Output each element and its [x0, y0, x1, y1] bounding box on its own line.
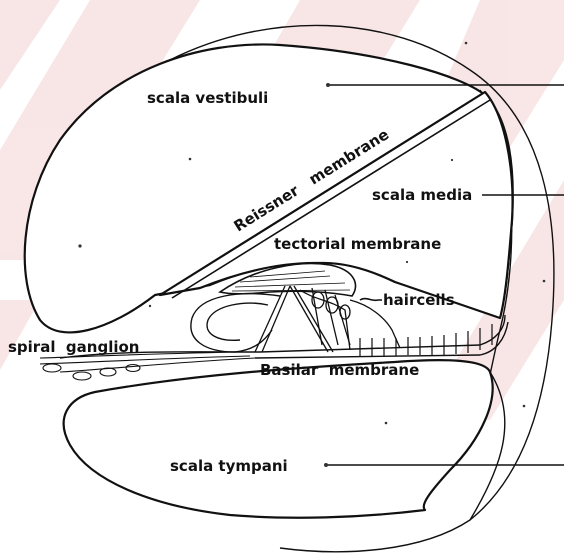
basilar-fibers [360, 324, 492, 356]
leader-haircells [360, 299, 382, 301]
label-spiral-ganglion: spiral ganglion [8, 338, 139, 356]
label-scala-media: scala media [372, 186, 472, 204]
label-haircells: haircells [383, 291, 455, 309]
label-basilar-membrane: Basilar membrane [260, 361, 419, 379]
label-scala-tympani: scala tympani [170, 457, 288, 475]
scala-tympani-outline [64, 360, 493, 518]
label-scala-vestibuli: scala vestibuli [147, 89, 268, 107]
spiral-limbus-inner [207, 303, 268, 340]
basilar-membrane-lower [255, 322, 508, 358]
label-tectorial-membrane: tectorial membrane [274, 235, 441, 253]
spiral-limbus [191, 294, 280, 352]
